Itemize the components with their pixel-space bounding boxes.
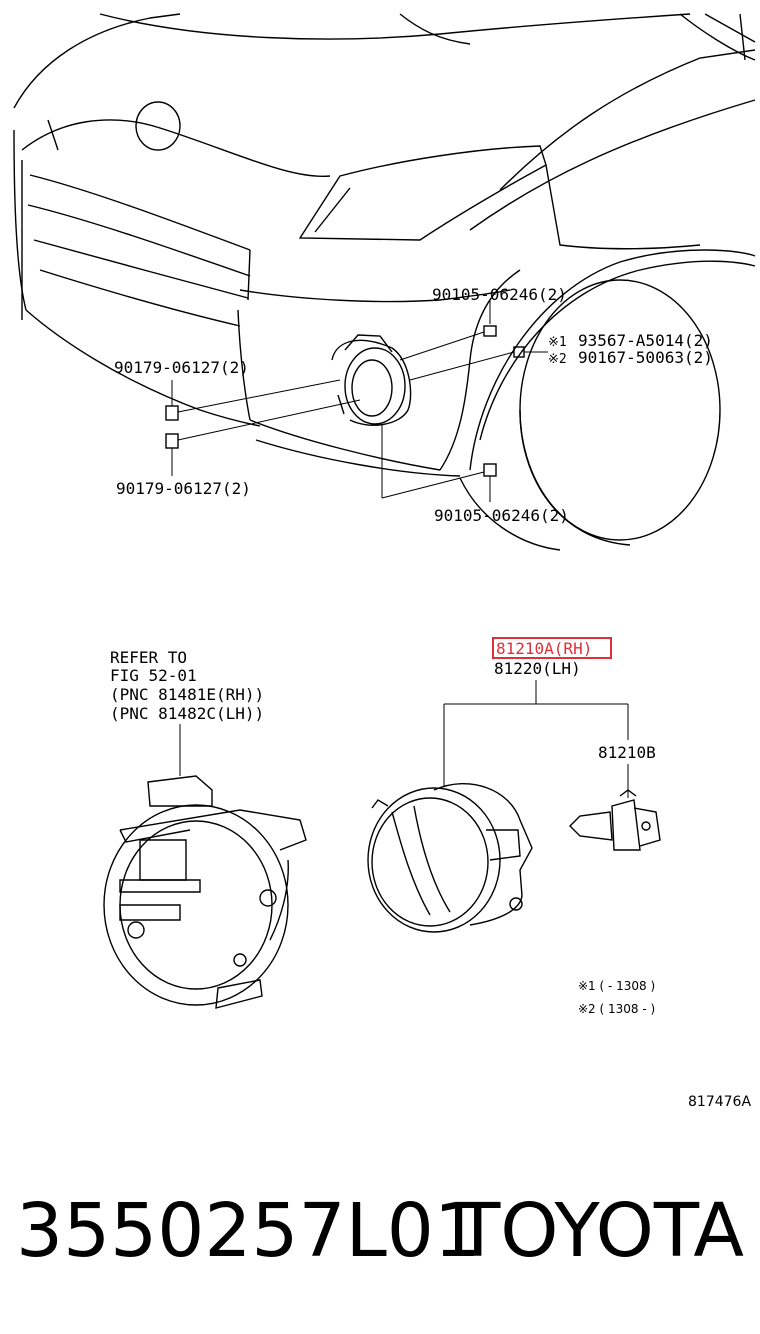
- fog-lamp-bracket: [103, 775, 307, 1009]
- callout-screw-note1: 93567-A5014(2): [578, 331, 713, 350]
- lamp-rh-label: 81210A(RH): [496, 639, 592, 658]
- note1-mark: ※1: [548, 335, 567, 350]
- callout-clip-bottom: 90179-06127(2): [116, 479, 251, 498]
- figure-code: 817476A: [688, 1094, 751, 1110]
- note1-text: ※1 ( - 1308 ): [578, 979, 655, 993]
- note2-mark: ※2: [548, 352, 567, 367]
- lamp-lh-label: 81220(LH): [494, 659, 581, 678]
- car-front-illustration: [13, 13, 756, 551]
- fog-lamp-unit: [367, 782, 533, 933]
- brand-name: TOYOTA: [454, 1188, 744, 1274]
- part-number: 3550257L01: [16, 1188, 481, 1274]
- callout-bolt-top: 90105-06246(2): [432, 285, 567, 304]
- refer-line3: (PNC 81481E(RH)): [110, 685, 264, 704]
- note2-text: ※2 ( 1308 - ): [578, 1002, 655, 1016]
- bulb-illustration: [569, 789, 661, 851]
- highlight-box: [492, 637, 612, 659]
- callout-bolt-bottom: 90105-06246(2): [434, 506, 569, 525]
- refer-line2: FIG 52-01: [110, 666, 197, 685]
- callout-screw-note2: 90167-50063(2): [578, 348, 713, 367]
- callout-clip-top: 90179-06127(2): [114, 358, 249, 377]
- refer-line1: REFER TO: [110, 648, 187, 667]
- bulb-label: 81210B: [598, 743, 656, 762]
- refer-line4: (PNC 81482C(LH)): [110, 704, 264, 723]
- leader-lines-upper: [165, 300, 548, 502]
